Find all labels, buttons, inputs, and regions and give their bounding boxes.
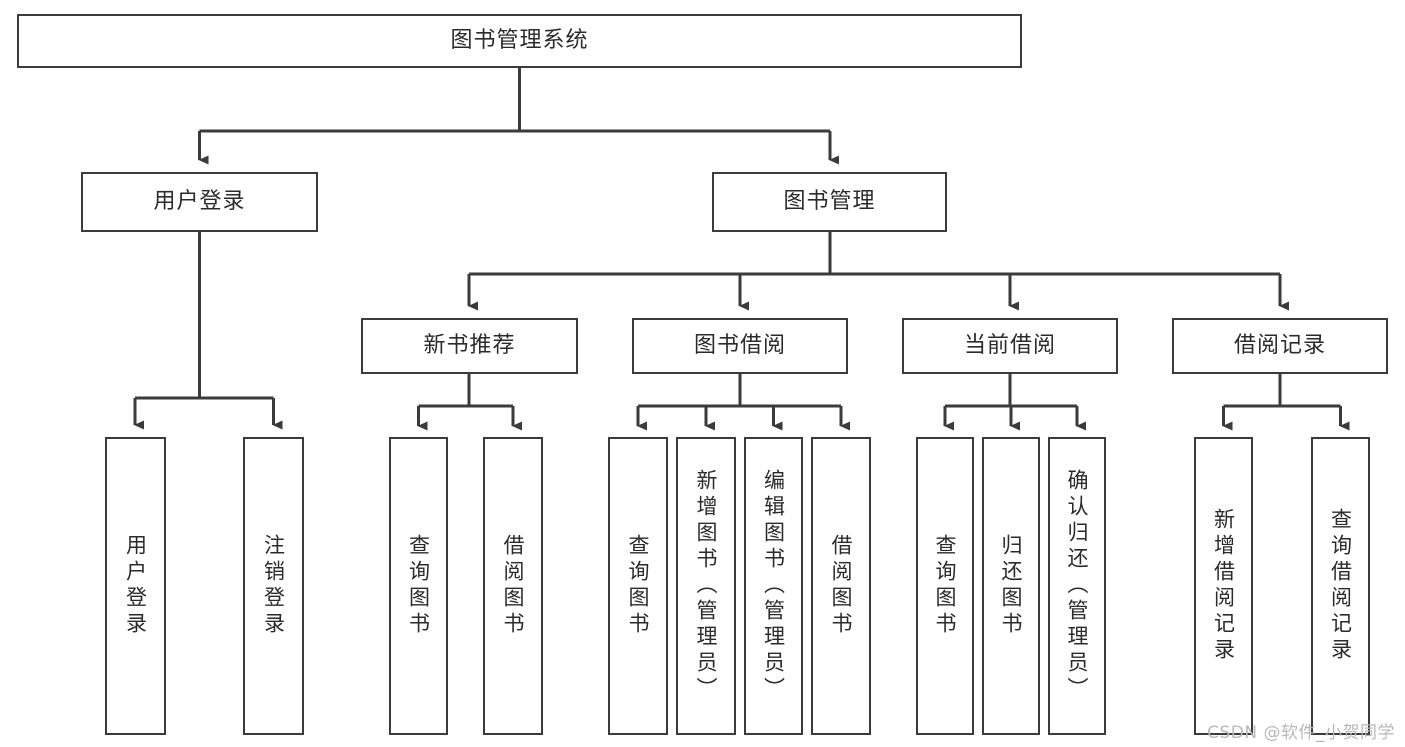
leaf-logout[interactable]: 注销登录	[243, 437, 304, 735]
leaf-user-login[interactable]: 用户登录	[105, 437, 166, 735]
leaf-edit-book-admin[interactable]: 编辑图书（管理员）	[744, 437, 803, 735]
leaf-borrow-books-borrow[interactable]: 借阅图书	[811, 437, 871, 735]
leaf-add-borrow-record-label: 新增借阅记录	[1211, 508, 1236, 664]
leaf-logout-label: 注销登录	[261, 534, 286, 638]
leaf-confirm-return-admin-label: 确认归还（管理员）	[1065, 469, 1090, 703]
node-new-book-recommend-label: 新书推荐	[423, 332, 516, 358]
leaf-user-login-label: 用户登录	[123, 534, 148, 638]
node-borrow-records-label: 借阅记录	[1233, 332, 1326, 358]
leaf-confirm-return-admin[interactable]: 确认归还（管理员）	[1048, 437, 1106, 735]
leaf-query-books-borrow-label: 查询图书	[626, 534, 651, 638]
leaf-query-books-current-label: 查询图书	[933, 534, 958, 638]
leaf-borrow-books-newbooks-label: 借阅图书	[501, 534, 526, 638]
leaf-return-books-label: 归还图书	[999, 534, 1024, 638]
leaf-query-books-newbooks[interactable]: 查询图书	[389, 437, 448, 735]
leaf-query-books-borrow[interactable]: 查询图书	[608, 437, 668, 735]
leaf-query-books-current[interactable]: 查询图书	[916, 437, 974, 735]
leaf-add-borrow-record[interactable]: 新增借阅记录	[1194, 437, 1253, 735]
node-book-borrow-label: 图书借阅	[693, 332, 786, 358]
node-book-borrow[interactable]: 图书借阅	[632, 318, 848, 374]
node-current-borrow[interactable]: 当前借阅	[902, 318, 1118, 374]
leaf-return-books[interactable]: 归还图书	[982, 437, 1040, 735]
leaf-query-borrow-record-label: 查询借阅记录	[1328, 508, 1353, 664]
leaf-add-book-admin-label: 新增图书（管理员）	[694, 469, 719, 703]
node-new-book-recommend[interactable]: 新书推荐	[361, 318, 578, 374]
watermark: CSDN @软件_小贺同学	[1207, 723, 1395, 743]
node-book-management-label: 图书管理	[783, 188, 876, 214]
leaf-edit-book-admin-label: 编辑图书（管理员）	[761, 469, 786, 703]
node-root-label: 图书管理系统	[450, 27, 589, 53]
node-book-management[interactable]: 图书管理	[712, 172, 947, 232]
node-user-login[interactable]: 用户登录	[81, 172, 318, 232]
node-borrow-records[interactable]: 借阅记录	[1172, 318, 1388, 374]
node-user-login-label: 用户登录	[153, 188, 246, 214]
leaf-borrow-books-borrow-label: 借阅图书	[829, 534, 854, 638]
leaf-add-book-admin[interactable]: 新增图书（管理员）	[676, 437, 736, 735]
leaf-query-borrow-record[interactable]: 查询借阅记录	[1311, 437, 1370, 735]
leaf-borrow-books-newbooks[interactable]: 借阅图书	[483, 437, 543, 735]
leaf-query-books-newbooks-label: 查询图书	[406, 534, 431, 638]
node-root[interactable]: 图书管理系统	[17, 14, 1022, 68]
node-current-borrow-label: 当前借阅	[963, 332, 1056, 358]
